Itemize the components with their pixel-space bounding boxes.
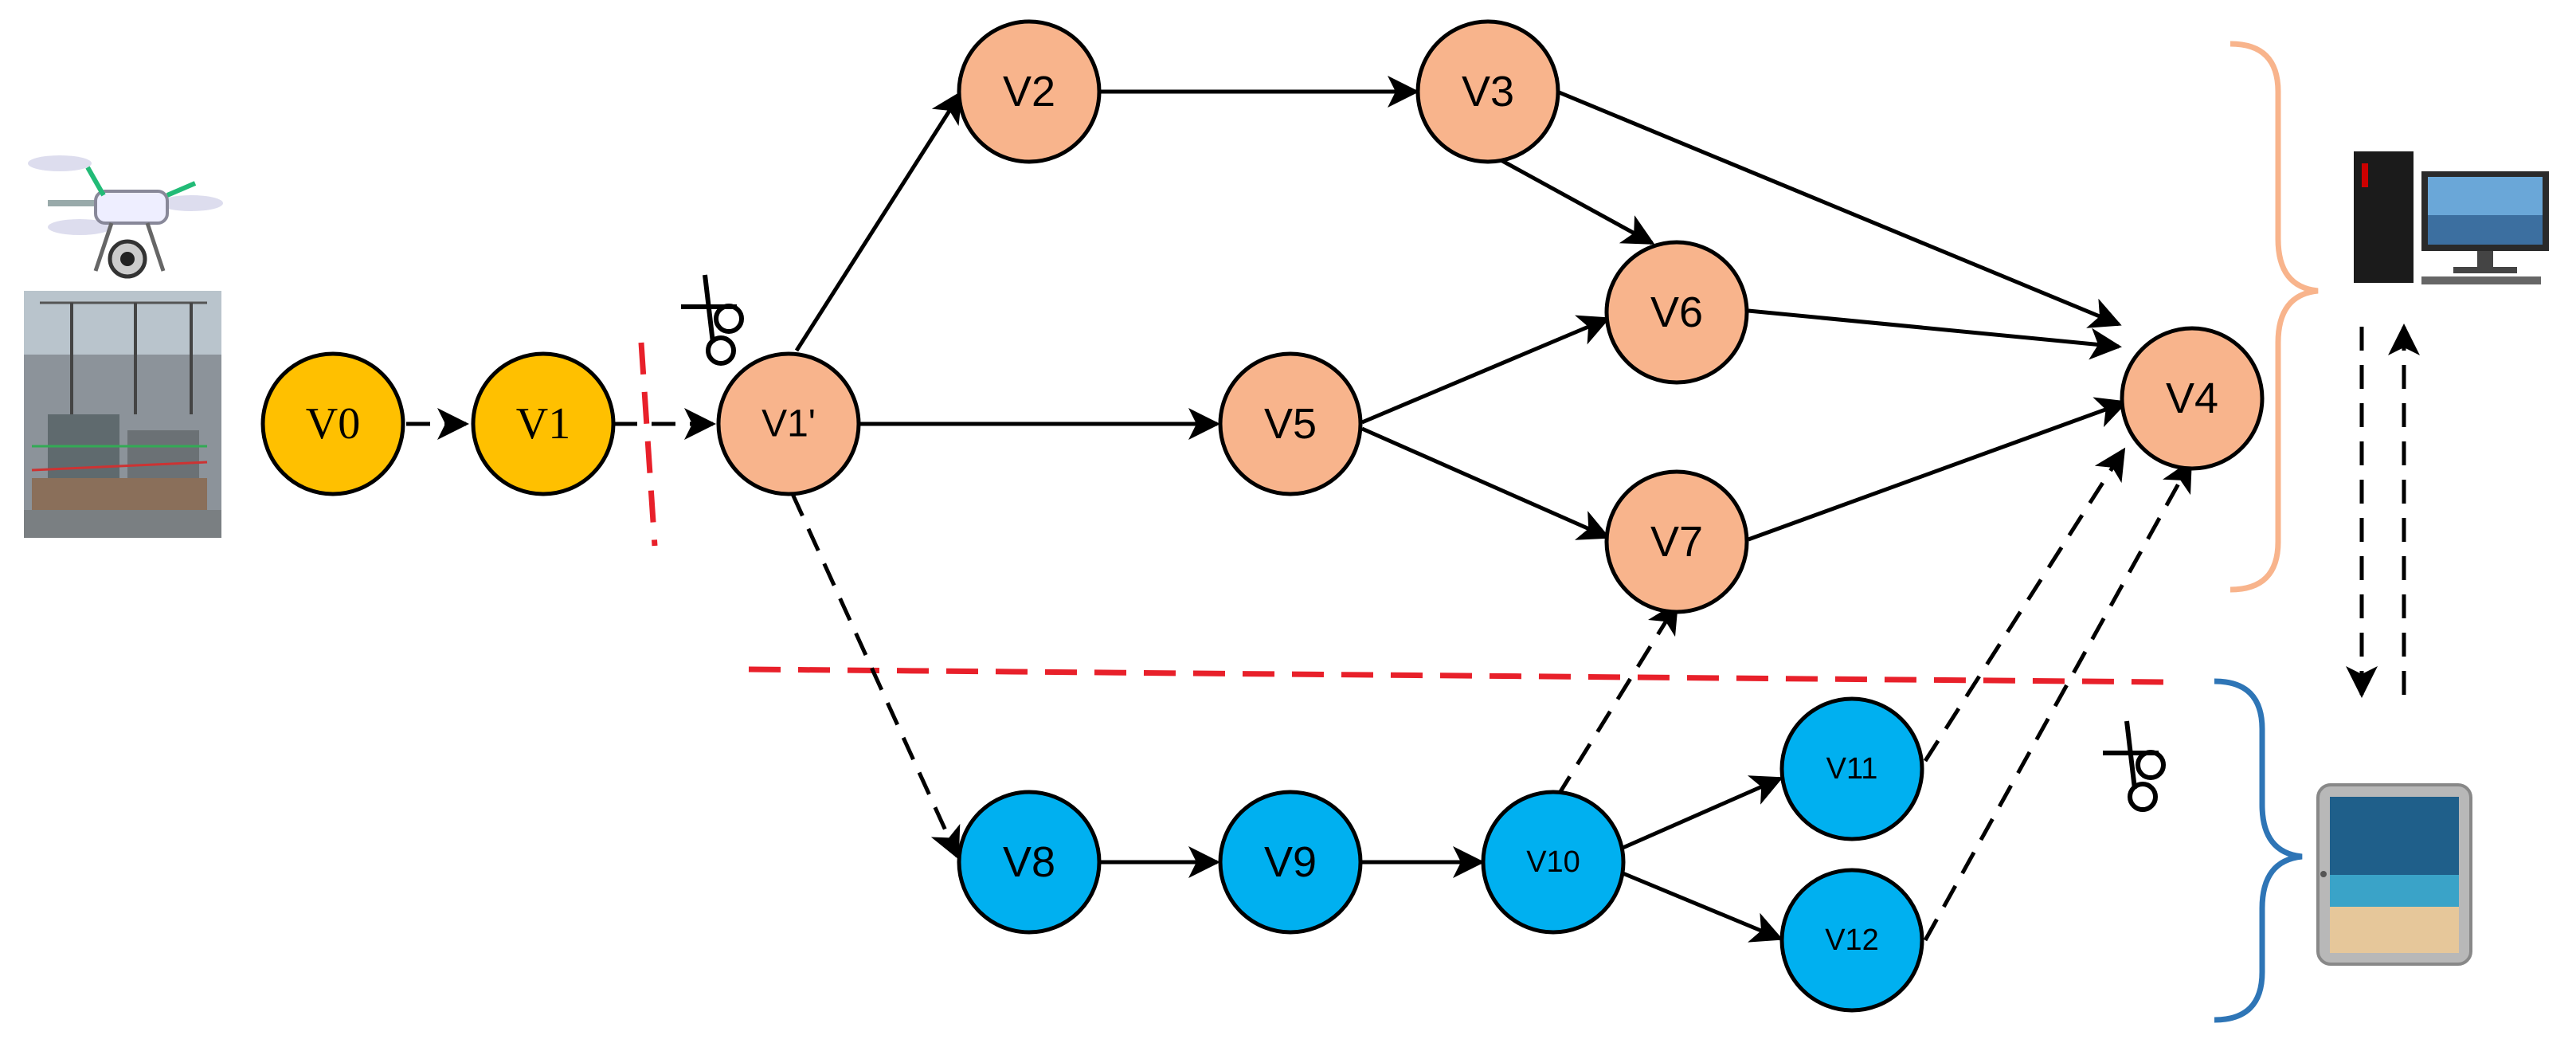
node-label: V4: [2166, 374, 2218, 422]
edges-solid: [794, 76, 2128, 943]
node-v4: V4: [2120, 326, 2265, 471]
tablet-brace: [2214, 678, 2303, 1023]
edge-v1p-v2: [794, 90, 963, 352]
node-v7: V7: [1604, 469, 1749, 614]
node-label: V6: [1650, 288, 1703, 336]
node-label: V2: [1003, 68, 1055, 116]
edge-v7-v4: [1748, 397, 2128, 542]
edges-dashed: [406, 324, 2420, 942]
node-label: V1': [761, 403, 816, 445]
edge-v10-v7: [1555, 601, 1679, 798]
node-v5: V5: [1218, 351, 1363, 496]
edge-v10-v11: [1619, 775, 1783, 851]
node-v6: V6: [1604, 240, 1749, 385]
vertical-cut-line: [638, 342, 658, 547]
substation-photo: [24, 291, 221, 538]
edge-v5-v7: [1360, 426, 1611, 540]
edge-v1p-v8: [790, 492, 961, 860]
edge-v3-v4: [1556, 89, 2122, 328]
node-label: V3: [1462, 68, 1514, 116]
edge-v10-v12: [1620, 870, 1783, 943]
node-v1prime: V1': [716, 351, 861, 496]
node-v9: V9: [1218, 790, 1363, 935]
node-v2: V2: [957, 19, 1102, 164]
scissors-icon: [2103, 720, 2166, 812]
node-v8: V8: [957, 790, 1102, 935]
node-label: V7: [1650, 518, 1703, 566]
node-v10: V10: [1481, 790, 1626, 935]
edge-v3-v6: [1486, 151, 1655, 245]
node-v3: V3: [1415, 19, 1560, 164]
horizontal-cut-line: [748, 666, 2167, 685]
server-brace: [2230, 41, 2319, 593]
scissors-icon: [681, 274, 744, 366]
node-label: V1: [516, 399, 570, 449]
node-label: V5: [1264, 400, 1317, 448]
node-label: V8: [1003, 838, 1055, 886]
tablet-icon: [2316, 783, 2472, 966]
node-v12: V12: [1779, 868, 1924, 1013]
desktop-computer-icon: [2354, 151, 2549, 284]
node-v11: V11: [1779, 696, 1924, 841]
node-v0: V0: [260, 351, 405, 496]
node-label: V12: [1825, 923, 1879, 957]
edge-v11-v4: [1923, 447, 2126, 763]
edge-v5-v6: [1361, 315, 1611, 425]
node-label: V10: [1526, 845, 1580, 879]
drone-icon: [28, 155, 223, 279]
edge-v6-v4: [1748, 308, 2122, 360]
node-label: V11: [1826, 752, 1878, 786]
node-label: V9: [1264, 838, 1317, 886]
edge-v12-v4: [1923, 459, 2193, 942]
node-label: V0: [306, 399, 360, 449]
node-v1: V1: [471, 351, 616, 496]
